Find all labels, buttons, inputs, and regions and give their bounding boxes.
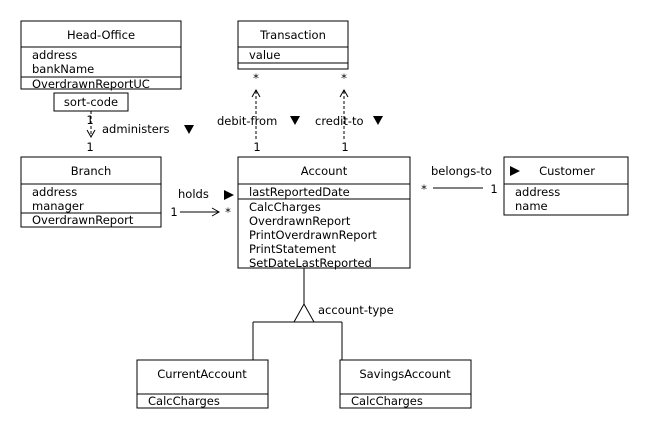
operation: OverdrawnReport [249,214,351,228]
qualifier-sort-code: sort-code [53,92,129,112]
class-customer: Customer address name [503,156,629,216]
attribute: address [515,185,560,199]
operation: OverdrawnReportUC [32,77,150,91]
class-account: Account lastReportedDate CalcCharges Ove… [237,156,411,270]
direction-arrow-icon [290,116,300,125]
multiplicity: 1 [86,113,93,127]
association-label: credit-to [315,114,364,128]
operation: CalcCharges [249,200,321,214]
association-label: holds [178,187,209,201]
association-belongs-to: * 1 belongs-to [421,164,520,196]
attribute: address [32,185,77,199]
class-current-account: CurrentAccount CalcCharges [136,359,269,409]
multiplicity: * [421,182,427,196]
multiplicity: 1 [170,205,177,219]
direction-arrow-icon [510,166,520,176]
attribute: manager [32,199,84,213]
class-transaction: Transaction value [237,20,349,70]
attribute: lastReportedDate [249,185,350,199]
class-name: Customer [539,164,595,178]
class-name: SavingsAccount [359,367,451,381]
attribute: value [249,48,280,62]
class-name: Head-Office [67,28,135,42]
association-label: administers [102,122,170,136]
class-branch: Branch address manager OverdrawnReport [20,156,162,228]
operation: CalcCharges [148,394,220,408]
operation: OverdrawnReport [32,213,134,227]
direction-arrow-icon [373,116,383,125]
multiplicity: * [341,71,347,85]
operation: PrintOverdrawnReport [249,228,377,242]
class-savings-account: SavingsAccount CalcCharges [339,359,472,409]
class-name: Account [301,164,348,178]
association-credit-to: * 1 credit-to [315,71,383,154]
multiplicity: 1 [86,140,93,154]
operation: PrintStatement [249,242,336,256]
direction-arrow-icon [224,190,234,200]
class-head-office: Head-Office address bankName OverdrawnRe… [20,20,182,91]
generalization-triangle-icon [293,302,315,323]
association-debit-from: * 1 debit-from [217,71,300,154]
multiplicity: * [225,205,231,219]
class-name: Branch [71,164,112,178]
class-name: CurrentAccount [157,367,247,381]
class-name: Transaction [259,28,326,42]
direction-arrow-icon [184,125,194,134]
operation: CalcCharges [351,394,423,408]
association-holds: 1 * holds [170,187,234,219]
multiplicity: 1 [341,140,348,154]
multiplicity: 1 [490,182,497,196]
association-label: belongs-to [431,164,492,178]
attribute: name [515,199,548,213]
multiplicity: * [253,71,259,85]
association-administers: 1 1 administers [86,111,194,154]
qualifier-label: sort-code [64,95,118,109]
operation: SetDateLastReported [249,256,372,270]
generalization-account-type: account-type [252,268,394,360]
generalization-label: account-type [318,303,394,317]
attribute: address [32,48,77,62]
attribute: bankName [32,62,94,76]
multiplicity: 1 [253,140,260,154]
association-label: debit-from [217,114,277,128]
